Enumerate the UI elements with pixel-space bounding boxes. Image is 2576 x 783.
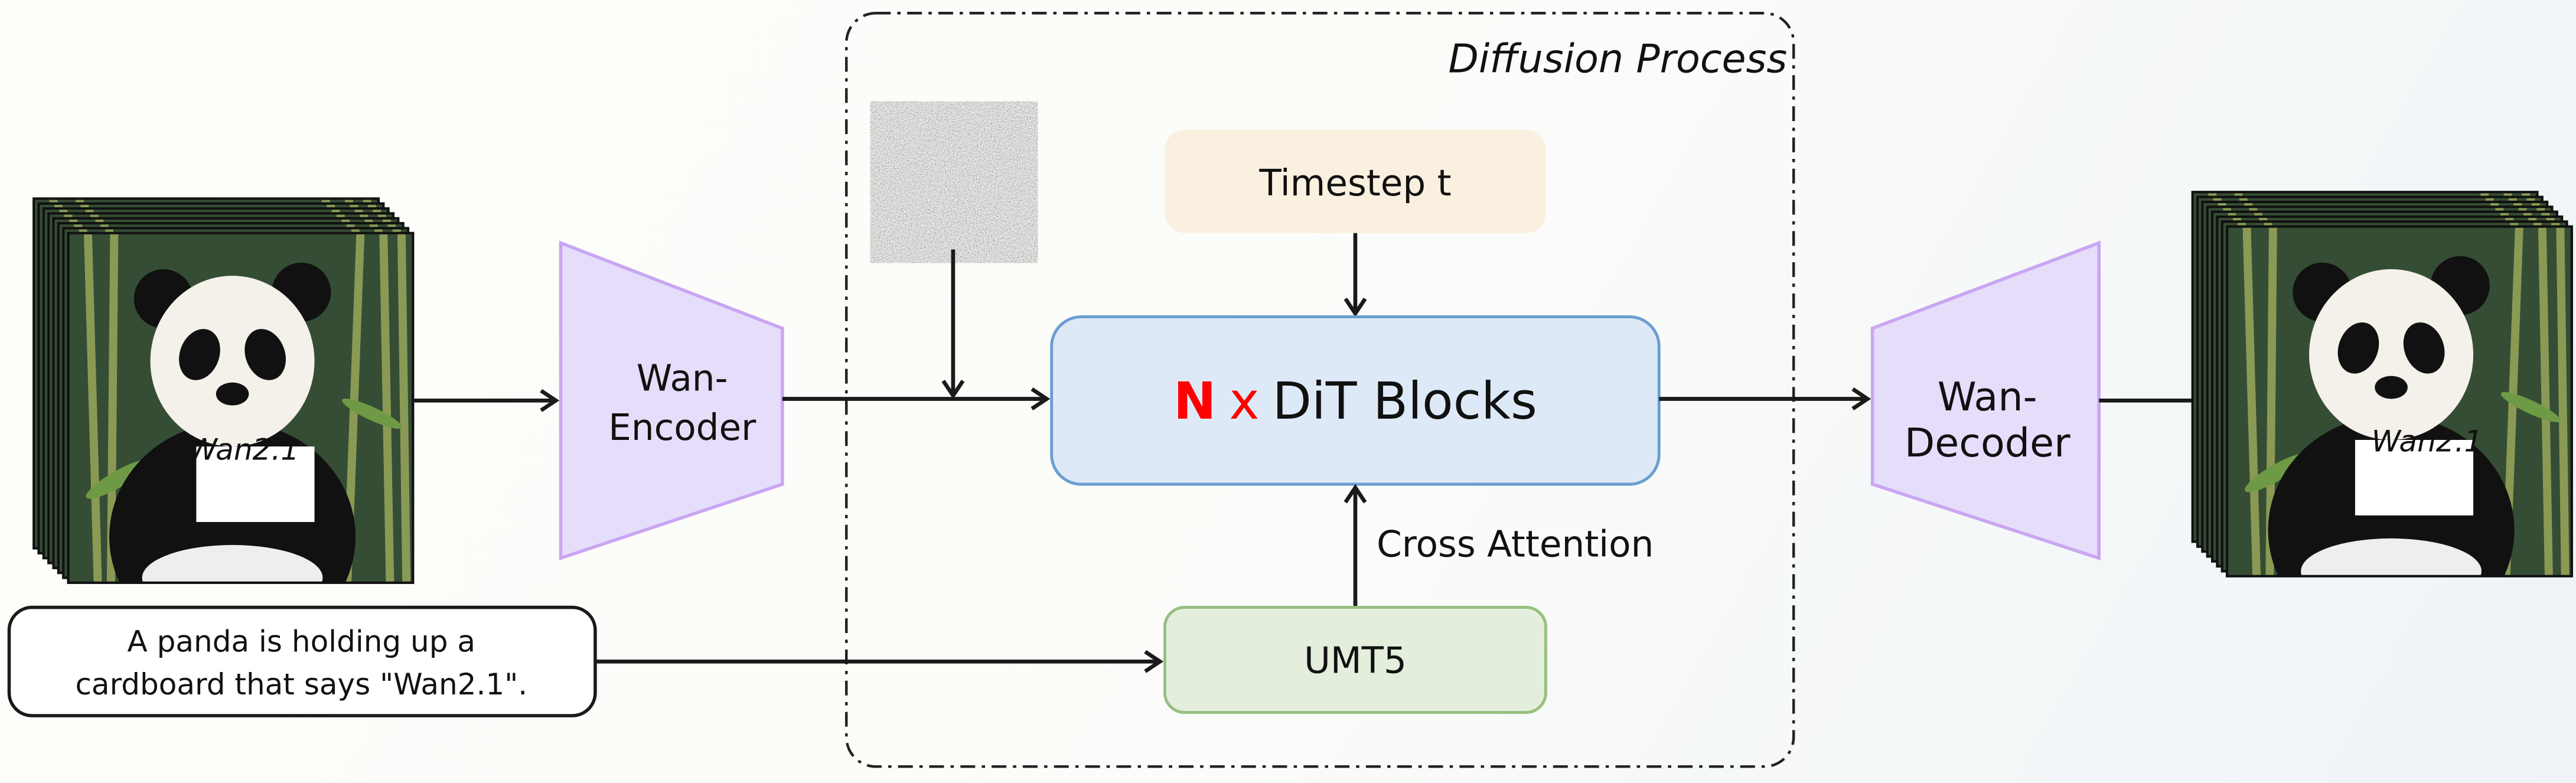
umt5-label: UMT5 [1304, 640, 1407, 682]
dit-x: x [1229, 372, 1259, 431]
dit-n: N [1173, 372, 1216, 431]
gaussian-noise-icon [884, 115, 1024, 250]
diffusion-process-container [844, 12, 1795, 768]
input-sign-text: Wan2.1 [188, 432, 299, 466]
wan-encoder-block [559, 240, 784, 561]
wan-decoder-block [1870, 240, 2101, 560]
umt5-block [1163, 606, 1547, 714]
output-sign-text: Wan2.1 [2372, 424, 2483, 458]
video-frame-border [67, 231, 415, 584]
output-video-frames [2191, 191, 2573, 578]
timestep-block [1165, 129, 1546, 233]
encoder-label-line1: Wan- [637, 358, 728, 400]
prompt-line1: A panda is holding up a [128, 625, 476, 659]
timestep-label: Timestep t [1258, 162, 1451, 204]
decoder-label-line1: Wan- [1938, 374, 2037, 420]
input-video-frames [32, 197, 415, 584]
video-frame-border [2226, 225, 2573, 578]
prompt-line2: cardboard that says "Wan2.1". [75, 667, 527, 702]
cross-attention-label: Cross Attention [1377, 523, 1654, 565]
dit-label: DiT Blocks [1273, 372, 1537, 431]
diffusion-process-label: Diffusion Process [1449, 35, 1788, 81]
decoder-label-line2: Decoder [1905, 420, 2070, 466]
encoder-label-line2: Encoder [608, 407, 757, 449]
